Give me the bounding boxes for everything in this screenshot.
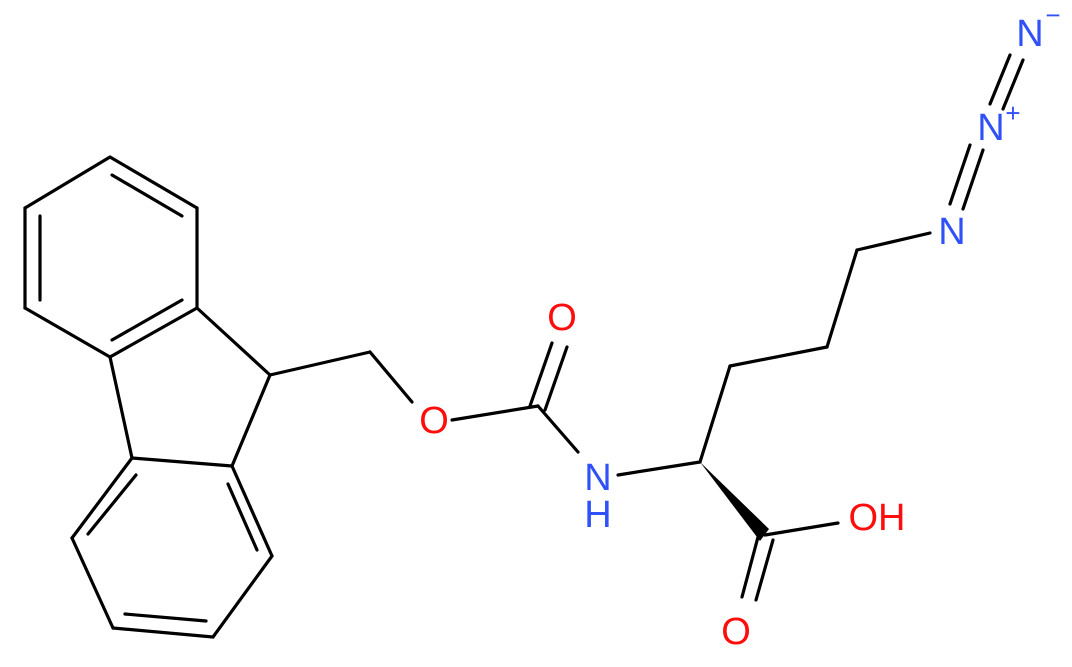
positive-charge-label: + bbox=[1005, 98, 1020, 128]
azide-bonds bbox=[948, 53, 1025, 211]
azide-nitrogen-1-label: N bbox=[938, 211, 965, 253]
carbonyl-oxygen-label: O bbox=[547, 297, 577, 339]
azide-nitrogen-2-label: N bbox=[977, 107, 1004, 149]
ester-oxygen-label: O bbox=[419, 400, 449, 442]
acid-hydroxyl-label: OH bbox=[849, 497, 906, 539]
acid-oxygen-label: O bbox=[721, 611, 751, 653]
carbamate-bonds bbox=[450, 341, 580, 454]
fluorene-upper-ring bbox=[23, 155, 199, 359]
amide-hydrogen-label: H bbox=[584, 494, 611, 536]
amide-nitrogen-label: N bbox=[584, 457, 611, 499]
fluorene-bridge bbox=[108, 306, 414, 468]
fluorene-lower-ring bbox=[70, 456, 274, 639]
azide-nitrogen-3-label: N bbox=[1016, 13, 1043, 55]
amino-acid-backbone bbox=[616, 231, 932, 602]
stereo-wedge-bond bbox=[700, 462, 769, 541]
negative-charge-label: − bbox=[1045, 0, 1060, 30]
